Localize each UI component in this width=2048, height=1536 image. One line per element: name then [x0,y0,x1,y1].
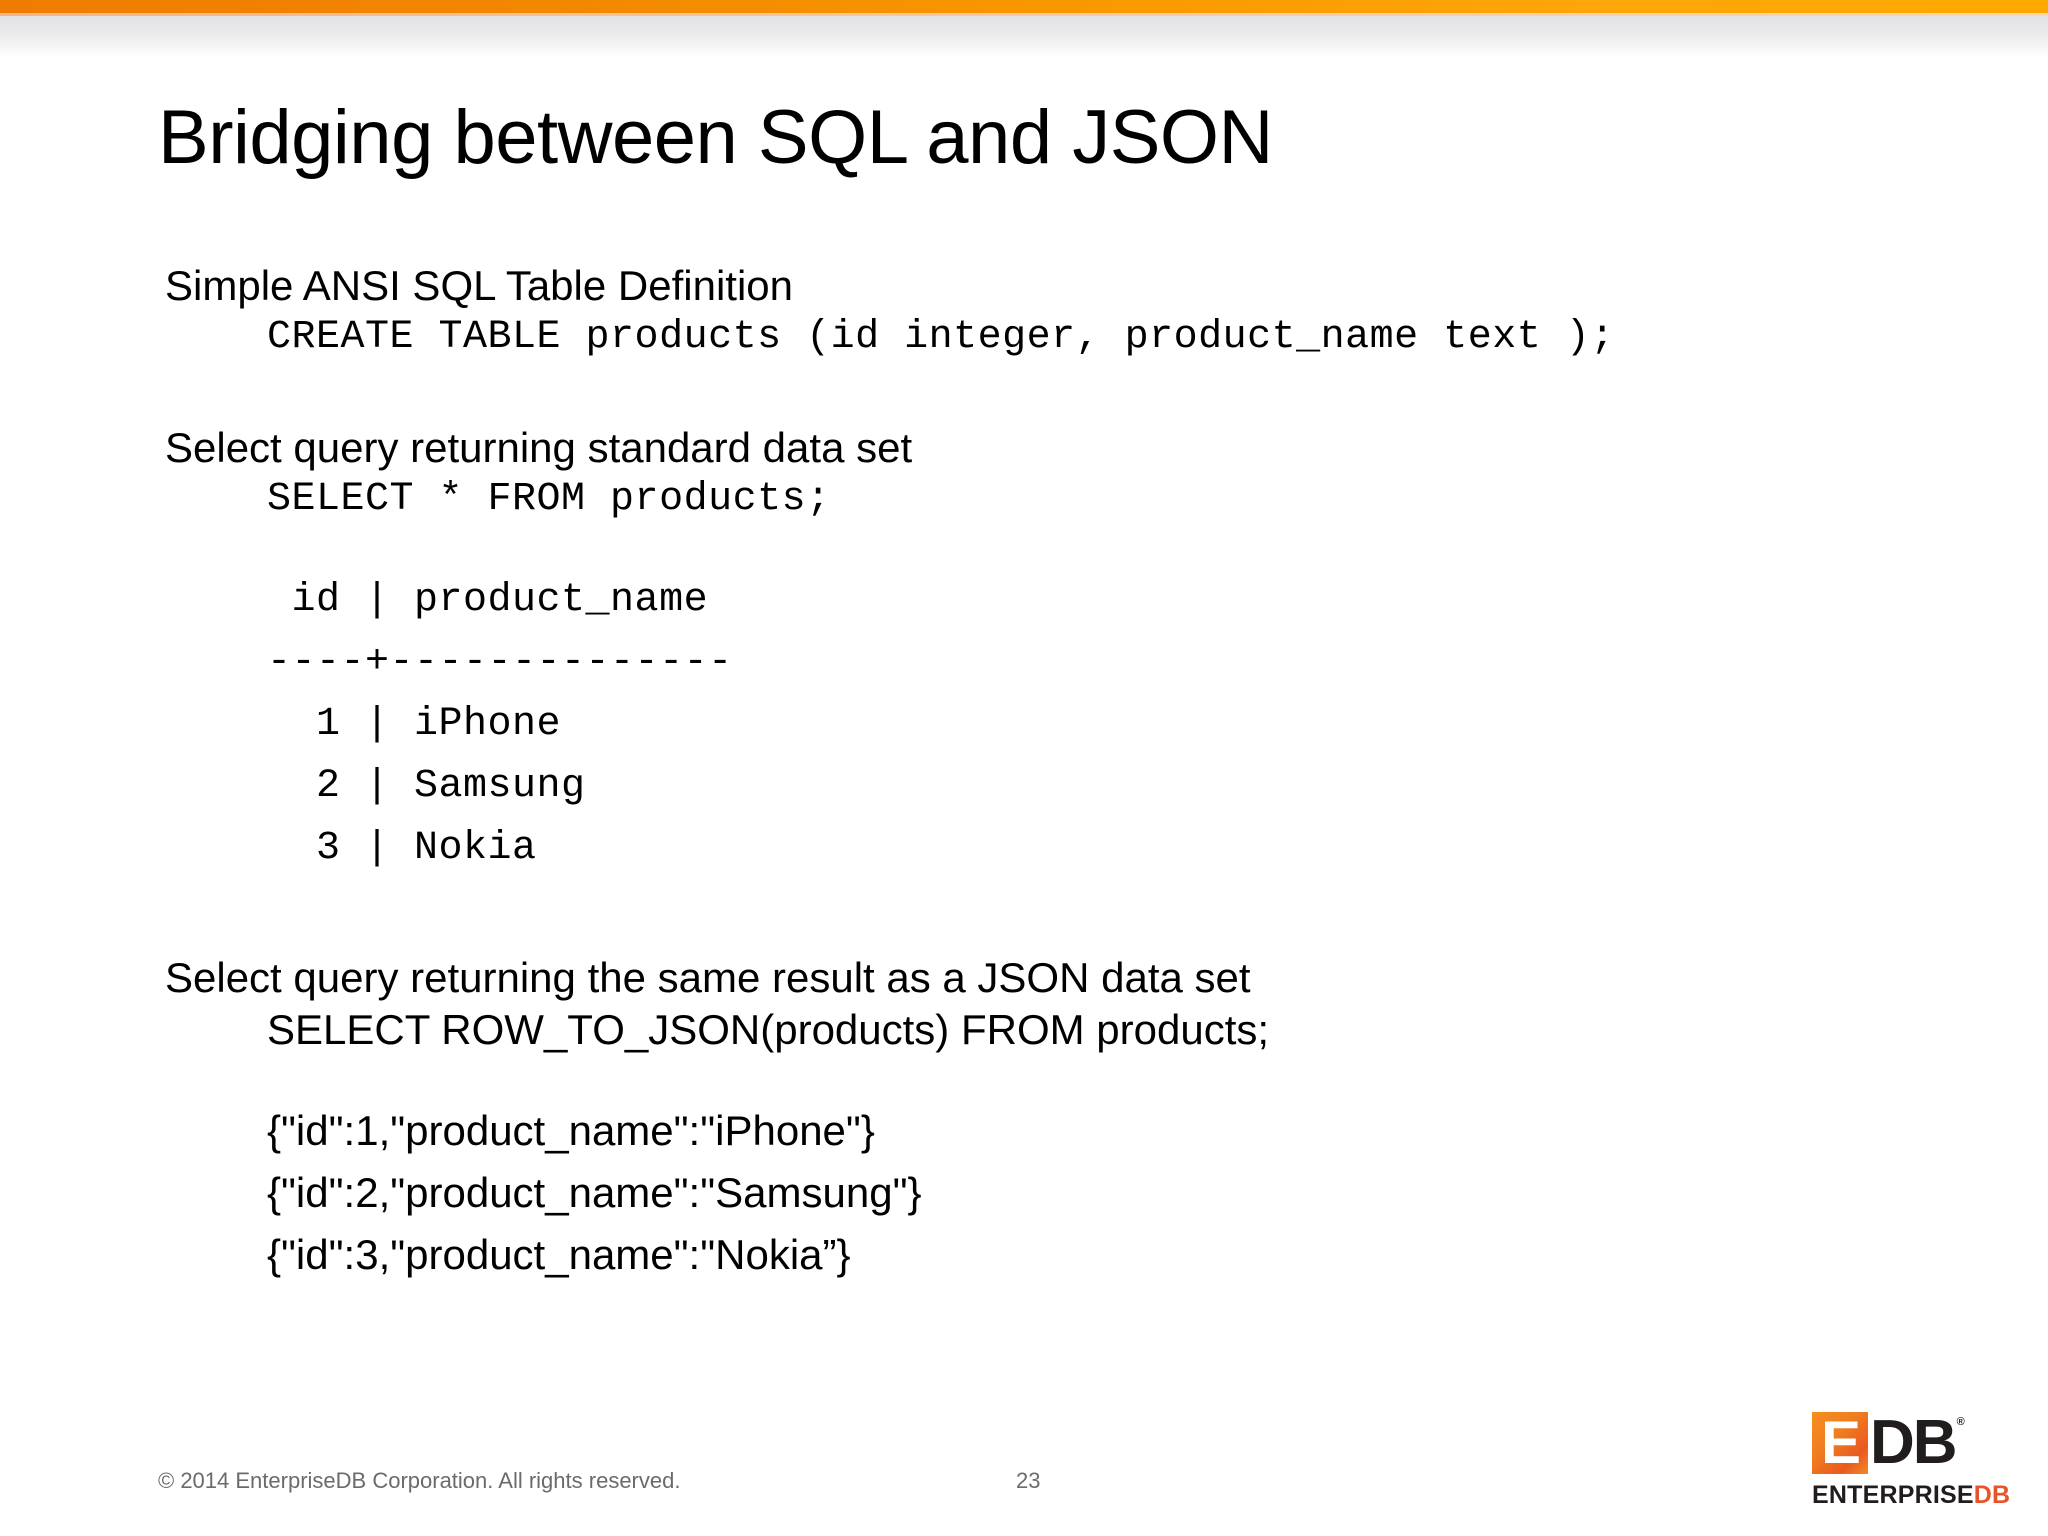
heading-standard-select: Select query returning standard data set [165,424,913,471]
json-result-row: {"id":3,"product_name":"Nokia”} [267,1231,851,1278]
result-table-row: 3 | Nokia [267,826,537,871]
json-result-row: {"id":2,"product_name":"Samsung"} [267,1169,922,1216]
result-table-row: 1 | iPhone [267,702,562,747]
heading-table-definition: Simple ANSI SQL Table Definition [165,262,793,309]
json-result-row: {"id":1,"product_name":"iPhone"} [267,1107,875,1154]
heading-json-select: Select query returning the same result a… [165,954,1251,1001]
spacer-4 [165,1056,1955,1100]
edb-logo-db-text: DB [1870,1408,1958,1477]
code-create-table: CREATE TABLE products (id integer, produ… [267,315,1615,360]
spacer-1 [165,364,1955,422]
edb-wordmark-enterprise: ENTERPRISE [1812,1481,1974,1509]
page-title: Bridging between SQL and JSON [158,95,1273,180]
code-select-star: SELECT * FROM products; [267,477,831,522]
trademark-icon: ® [1956,1416,1965,1428]
result-table-separator: ----+-------------- [267,640,733,685]
edb-logo-mark: E DB ® [1812,1412,1992,1478]
slide-body: Simple ANSI SQL Table Definition CREATE … [165,260,1955,1286]
edb-logo: E DB ® ENTERPRISEDB [1812,1412,2010,1512]
result-table-row: 2 | Samsung [267,764,586,809]
edb-logo-wordmark: ENTERPRISEDB [1812,1481,2010,1510]
footer-page-number: 23 [1016,1468,1041,1493]
spacer-2 [165,526,1955,570]
top-accent-bar [0,0,2048,13]
spacer-3 [165,880,1955,952]
top-accent-bar-highlight [0,13,2048,16]
result-table-header: id | product_name [267,578,709,623]
edb-logo-e-block: E [1812,1412,1868,1474]
header-gray-fade [0,16,2048,58]
footer-copyright: © 2014 EnterpriseDB Corporation. All rig… [158,1468,681,1493]
code-row-to-json: SELECT ROW_TO_JSON(products) FROM produc… [267,1006,1270,1053]
edb-wordmark-db: DB [1973,1481,2011,1509]
